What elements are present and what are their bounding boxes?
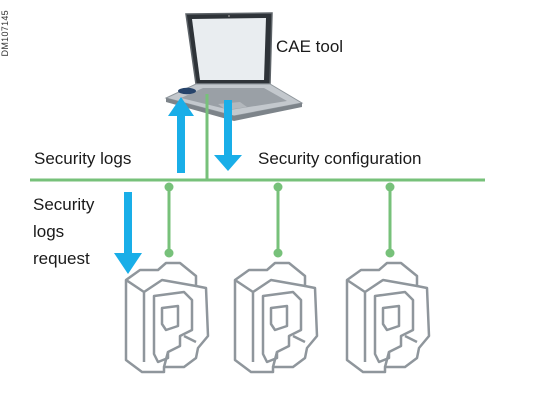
request-label-line-1: Security [33,195,95,214]
device-icon-1 [124,261,210,374]
arrow-down-config-icon [214,100,242,171]
cae-tool-label: CAE tool [276,37,344,56]
security-logs-label: Security logs [34,149,132,168]
arrow-down-request-icon [114,192,142,274]
device-icon-3 [345,261,431,374]
arrow-up-logs-icon [168,97,194,173]
request-label-line-3: request [33,249,90,268]
device-drop-3 [385,182,395,258]
device-icon-2 [233,261,319,374]
laptop-icon [164,12,304,121]
security-configuration-label: Security configuration [258,149,422,168]
request-label-line-2: logs [33,222,65,241]
device-drop-1 [164,182,174,258]
device-drop-2 [273,182,283,258]
document-id: DM107145 [0,10,10,57]
